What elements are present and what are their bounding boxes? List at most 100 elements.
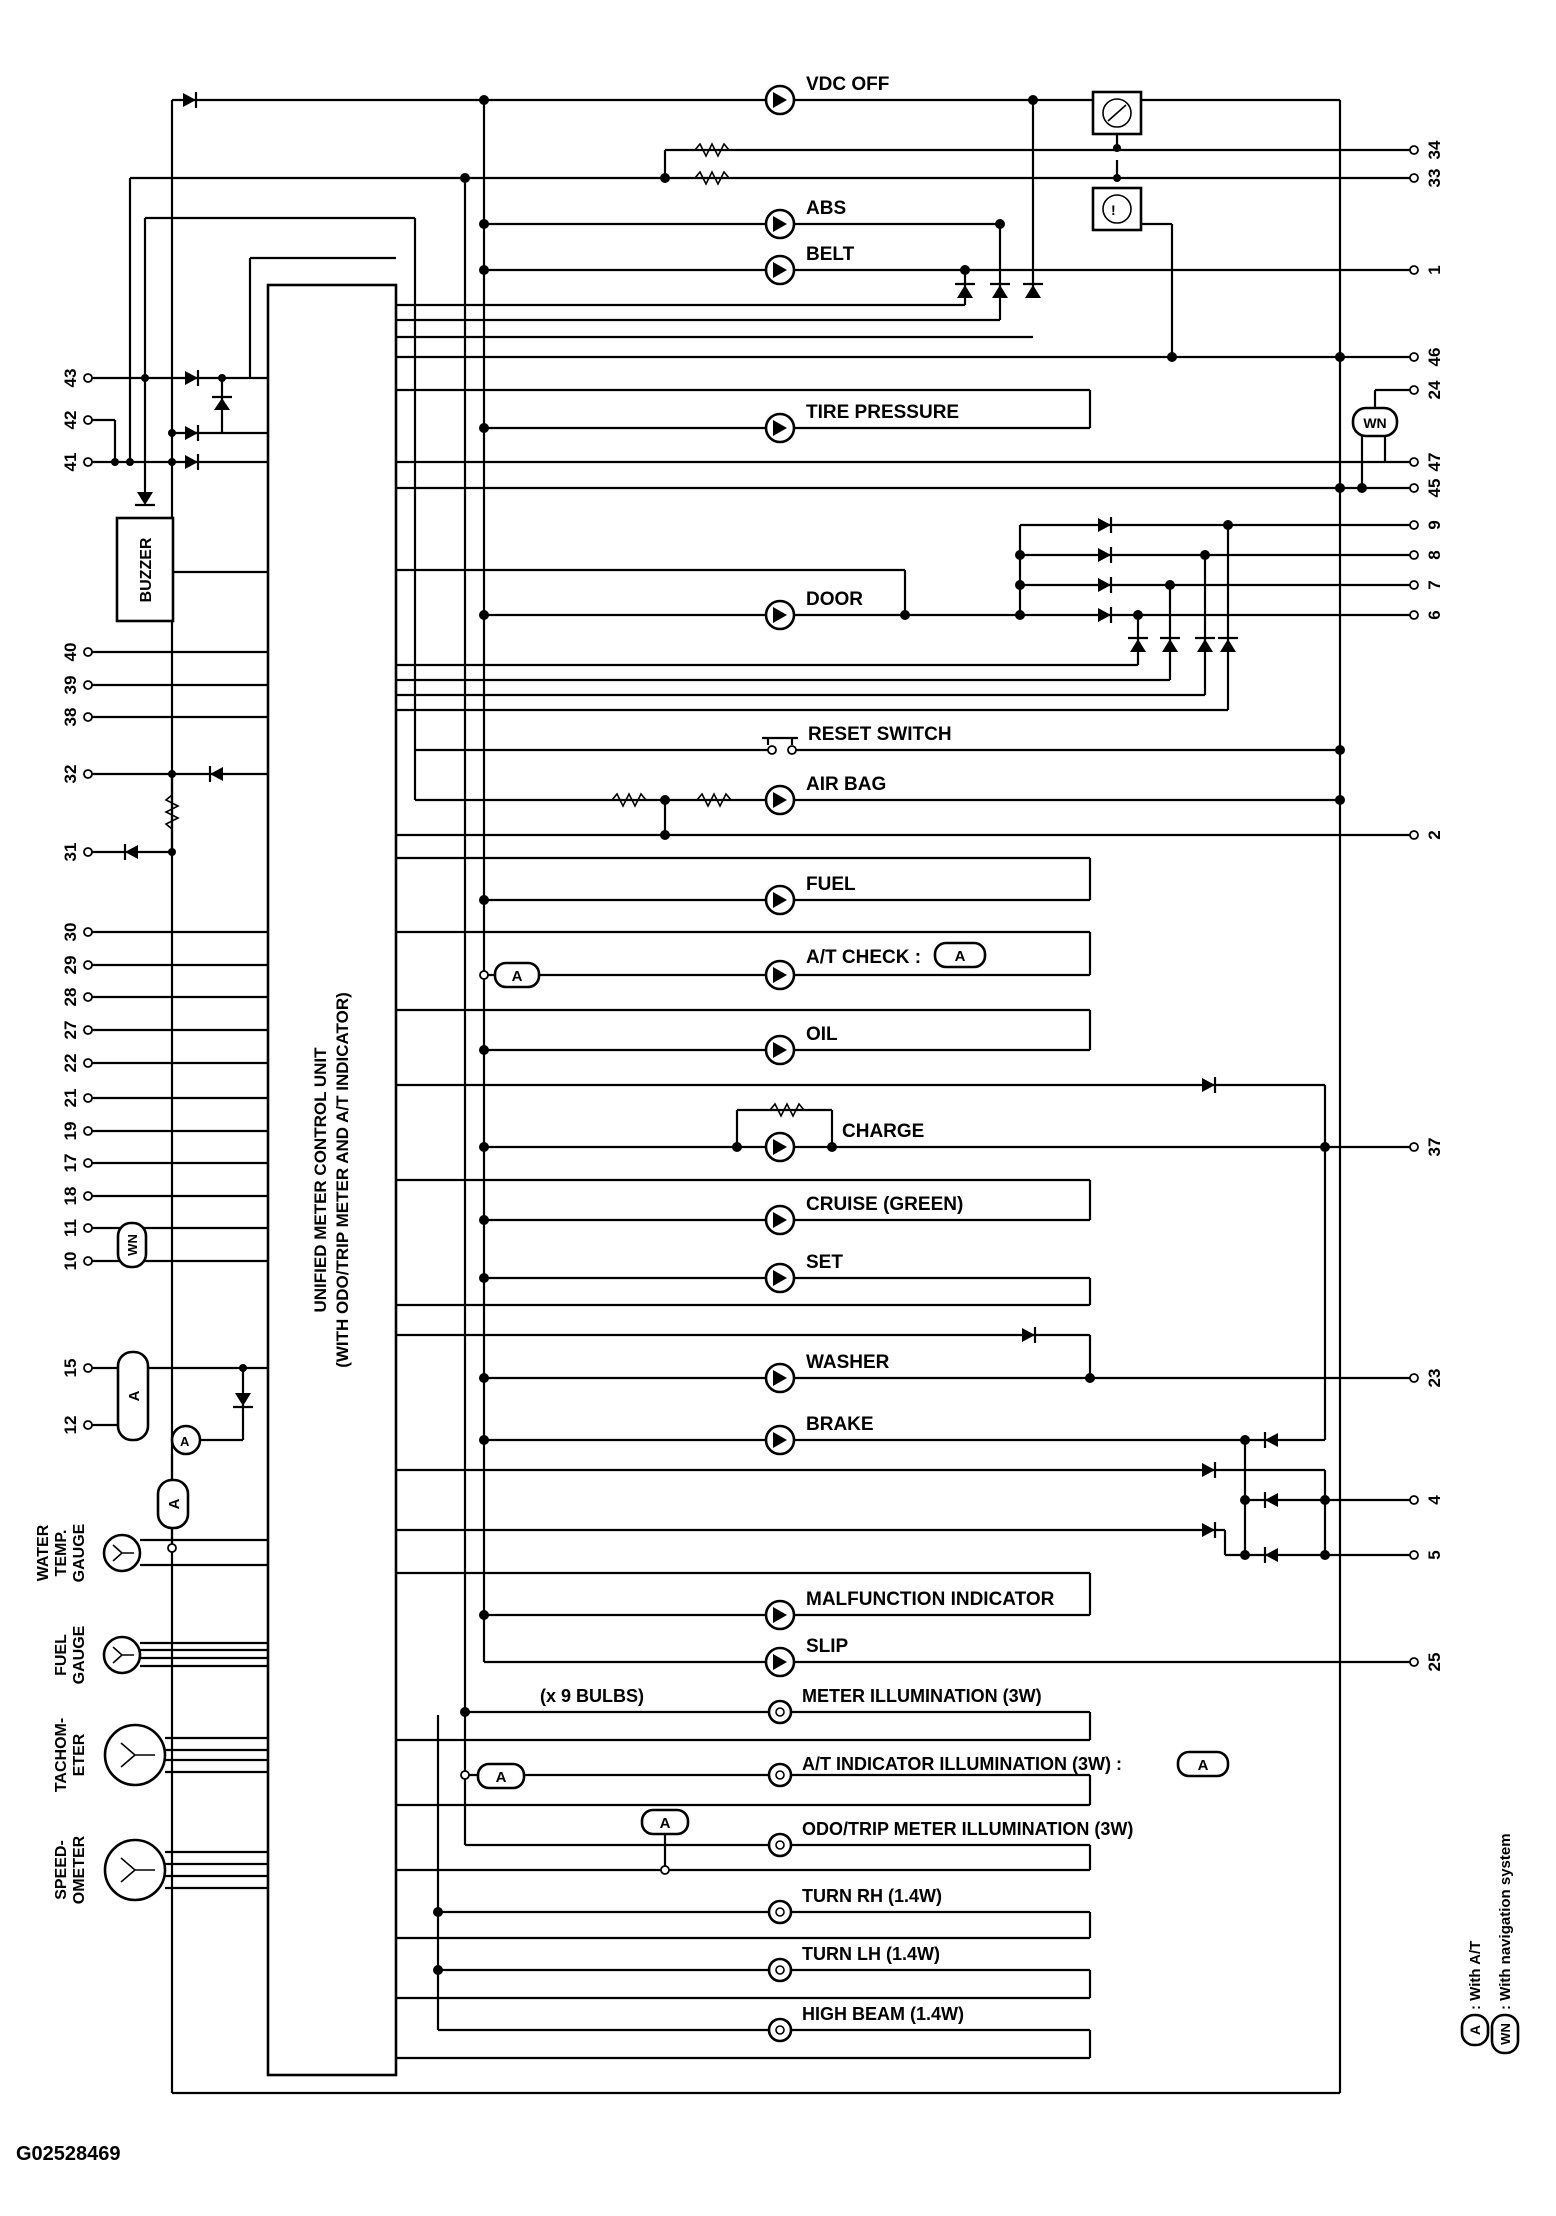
svg-text:FUEL: FUEL — [53, 1634, 70, 1676]
terminal-47: 47 — [1425, 453, 1444, 472]
legend-a-text: : With A/T — [1467, 1941, 1484, 2010]
label-set: SET — [806, 1252, 843, 1273]
label-air-bag: AIR BAG — [806, 774, 886, 795]
label-slip: SLIP — [806, 1636, 849, 1657]
terminal-17: 17 — [61, 1154, 80, 1173]
terminal-32: 32 — [61, 765, 80, 784]
left-mid-wires: WN A A A — [83, 647, 268, 1553]
illumination-rows: A A A — [396, 1699, 1230, 2060]
svg-text:GAUGE: GAUGE — [71, 1523, 88, 1582]
terminal-41: 41 — [61, 453, 80, 472]
terminal-8: 8 — [1425, 550, 1444, 559]
terminal-40: 40 — [61, 643, 80, 662]
a-marker-atcheck-label: A — [955, 948, 966, 965]
terminal-34: 34 — [1425, 140, 1444, 159]
gauges: WATER TEMP. GAUGE FUEL GAUGE TACHOM- ETE… — [35, 1523, 268, 1904]
terminal-28: 28 — [61, 988, 80, 1007]
wn-marker-left: WN — [125, 1234, 140, 1256]
a-marker-atcheck-bus: A — [512, 968, 523, 985]
terminal-37: 37 — [1425, 1138, 1444, 1157]
terminal-19: 19 — [61, 1122, 80, 1141]
label-high-beam: HIGH BEAM (1.4W) — [802, 2004, 964, 2024]
svg-text:SPEED-: SPEED- — [53, 1840, 70, 1900]
a-marker-gauge: A — [166, 1498, 183, 1509]
label-odo-trip-illumination: ODO/TRIP METER ILLUMINATION (3W) — [802, 1819, 1133, 1839]
label-bulb-count: (x 9 BULBS) — [540, 1686, 644, 1706]
label-turn-lh: TURN LH (1.4W) — [802, 1944, 940, 1964]
a-marker-atind-bus: A — [496, 1769, 507, 1786]
svg-text:OMETER: OMETER — [71, 1835, 88, 1904]
right-terminals: 34 33 1 46 24 47 45 9 8 7 6 2 37 23 4 5 … — [1409, 140, 1444, 1672]
label-meter-illumination: METER ILLUMINATION (3W) — [802, 1686, 1042, 1706]
label-cruise: CRUISE (GREEN) — [806, 1194, 963, 1215]
indicator-labels: VDC OFF ABS BELT TIRE PRESSURE DOOR RESE… — [540, 74, 1133, 2024]
svg-text:TEMP.: TEMP. — [53, 1530, 70, 1577]
label-malfunction: MALFUNCTION INDICATOR — [806, 1589, 1055, 1610]
terminal-43: 43 — [61, 369, 80, 388]
terminal-7: 7 — [1425, 580, 1444, 589]
terminal-1: 1 — [1425, 265, 1444, 274]
buzzer-section: BUZZER — [83, 370, 268, 623]
a-marker-15: A — [126, 1390, 143, 1401]
terminal-38: 38 — [61, 708, 80, 727]
label-at-indicator-illumination: A/T INDICATOR ILLUMINATION (3W) : — [802, 1754, 1122, 1774]
terminal-42: 42 — [61, 411, 80, 430]
terminal-46: 46 — [1425, 348, 1444, 367]
terminal-18: 18 — [61, 1187, 80, 1206]
control-unit-label-line1: UNIFIED METER CONTROL UNIT — [311, 1047, 330, 1313]
terminal-27: 27 — [61, 1021, 80, 1040]
label-washer: WASHER — [806, 1352, 890, 1373]
terminal-24: 24 — [1425, 380, 1444, 399]
label-fuel: FUEL — [806, 874, 856, 895]
svg-text:WATER: WATER — [35, 1524, 52, 1581]
top-section: ! — [128, 84, 1410, 800]
control-unit-label-line2: (WITH ODO/TRIP METER AND A/T INDICATOR) — [333, 992, 352, 1368]
left-terminal-labels: 43 42 41 40 39 38 32 31 30 29 28 27 22 2… — [61, 369, 80, 1435]
terminal-4: 4 — [1425, 1495, 1444, 1505]
a-marker-odo: A — [660, 1815, 671, 1832]
terminal-6: 6 — [1425, 610, 1444, 619]
label-abs: ABS — [806, 198, 846, 219]
terminal-5: 5 — [1425, 1550, 1444, 1559]
terminal-12: 12 — [61, 1416, 80, 1435]
label-door: DOOR — [806, 589, 863, 610]
a-marker-atind-label: A — [1198, 1757, 1209, 1774]
label-at-check: A/T CHECK : — [806, 947, 921, 968]
terminal-29: 29 — [61, 956, 80, 975]
terminal-21: 21 — [61, 1089, 80, 1108]
buzzer-label: BUZZER — [138, 537, 155, 602]
wn-marker-right: WN — [1363, 415, 1386, 431]
terminal-10: 10 — [61, 1252, 80, 1271]
label-charge: CHARGE — [842, 1121, 924, 1142]
terminal-31: 31 — [61, 843, 80, 862]
legend-a-symbol: A — [1467, 2025, 1483, 2035]
terminal-30: 30 — [61, 923, 80, 942]
label-tire-pressure: TIRE PRESSURE — [806, 402, 959, 423]
svg-text:TACHOM-: TACHOM- — [53, 1718, 70, 1792]
terminal-9: 9 — [1425, 520, 1444, 529]
terminal-25: 25 — [1425, 1653, 1444, 1672]
terminal-45: 45 — [1425, 479, 1444, 498]
terminal-22: 22 — [61, 1054, 80, 1073]
svg-text:!: ! — [1111, 202, 1116, 218]
svg-text:A: A — [180, 1434, 190, 1449]
terminal-23: 23 — [1425, 1369, 1444, 1388]
indicator-rows: WN — [396, 388, 1410, 1678]
legend-wn-symbol: WN — [1498, 2023, 1513, 2045]
label-oil: OIL — [806, 1024, 838, 1045]
legend-wn-text: : With navigation system — [1497, 1833, 1514, 2010]
control-unit-box — [266, 283, 398, 2077]
label-brake: BRAKE — [806, 1414, 874, 1435]
label-vdc-off: VDC OFF — [806, 74, 889, 95]
figure-id: G02528469 — [16, 2143, 121, 2165]
label-turn-rh: TURN RH (1.4W) — [802, 1886, 942, 1906]
terminal-11: 11 — [61, 1219, 80, 1237]
label-belt: BELT — [806, 244, 855, 265]
terminal-33: 33 — [1425, 169, 1444, 188]
label-reset-switch: RESET SWITCH — [808, 724, 952, 745]
terminal-39: 39 — [61, 676, 80, 695]
terminal-2: 2 — [1425, 830, 1444, 839]
terminal-15: 15 — [61, 1359, 80, 1378]
legend: A : With A/T WN : With navigation system — [1460, 1833, 1520, 2055]
